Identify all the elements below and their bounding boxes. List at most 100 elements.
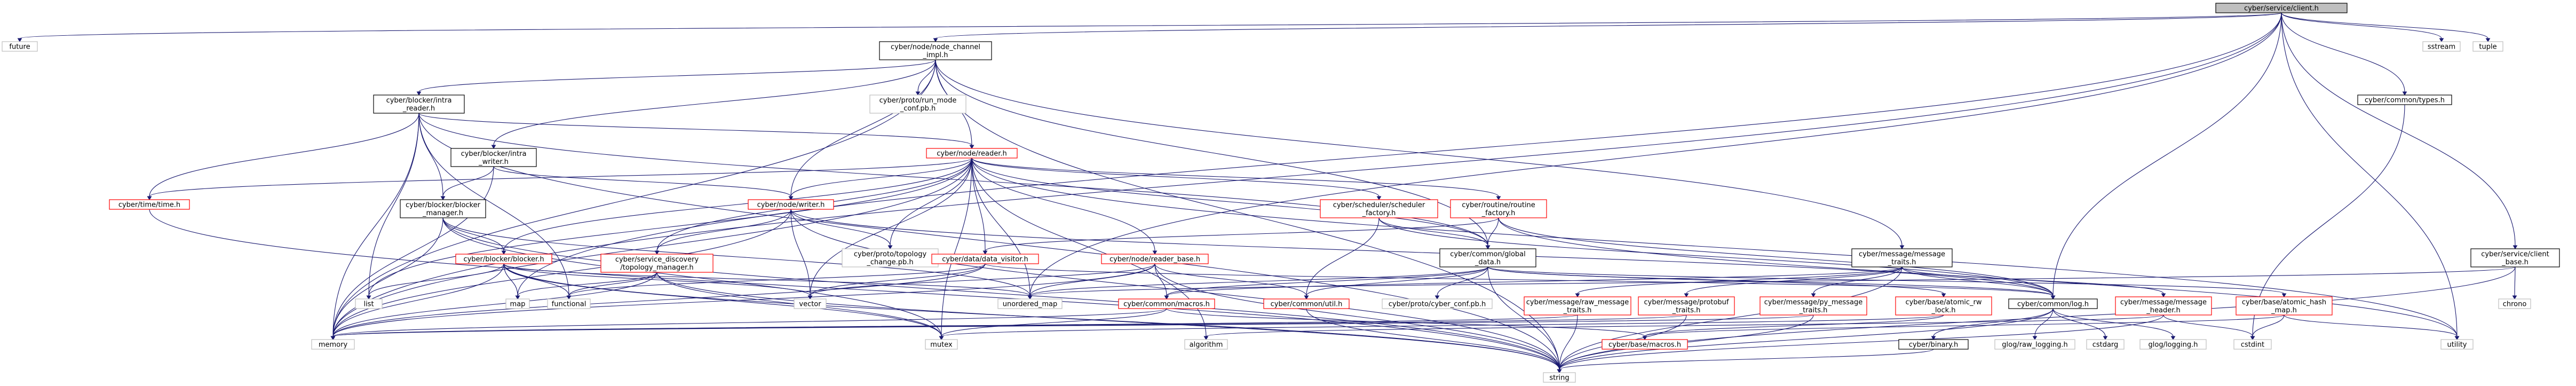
node-label: _reader.h [402,105,435,113]
node-service_discovery[interactable]: cyber/service_discovery/topology_manager… [600,254,714,273]
edge-message_traits-to-macros [1164,266,1903,300]
node-atomic_rw_lock[interactable]: cyber/base/atomic_rw_lock.h [1895,296,1992,316]
edge-time-to-string [149,209,1562,373]
node-binary[interactable]: cyber/binary.h [1898,339,1969,350]
node-label: cyber/base/atomic_rw [1905,298,1981,306]
node-intra_writer[interactable]: cyber/blocker/intra_writer.h [450,148,537,167]
node-label: cyber/common/types.h [2365,97,2445,105]
node-label: cyber/blocker/blocker.h [463,256,544,264]
node-label: _traits.h [1672,306,1701,314]
edge-node_channel_impl-to-message_traits [935,59,1905,249]
node-label: cyber/service/client [2481,250,2549,258]
edge-protobuf_traits-to-memory [330,314,1687,340]
node-box [2498,298,2531,309]
node-label: string [1549,374,1569,382]
node-raw_message_traits[interactable]: cyber/message/raw_message_traits.h [1524,296,1631,316]
node-topology_change: cyber/proto/topology_change.pb.h [842,248,939,267]
node-label: _factory.h [1362,209,1396,217]
edge-log-to-binary [1931,308,2054,340]
edge-root-to-future [17,12,2282,42]
node-types[interactable]: cyber/common/types.h [2357,94,2452,105]
node-protobuf_traits[interactable]: cyber/message/protobuf_traits.h [1638,296,1735,316]
node-scheduler_factory[interactable]: cyber/scheduler/scheduler_factory.h [1320,199,1438,218]
node-label: _writer.h [478,158,509,166]
node-label: cyber/blocker/intra [386,97,452,105]
node-message_header[interactable]: cyber/message/message_header.h [2115,296,2212,316]
node-label: _lock.h [1931,306,1955,314]
edge-blocker-to-list [366,263,504,300]
edge-reader-to-algorithm [971,157,1209,340]
node-time[interactable]: cyber/time/time.h [109,199,190,210]
node-message_traits[interactable]: cyber/message/message_traits.h [1851,248,1953,267]
edge-log-to-glog_raw_logging [2032,308,2054,340]
edge-util-to-string [1306,308,1562,373]
node-box [2236,296,2333,316]
edge-root-to-node_channel_impl [933,12,2282,42]
node-label: cyber/common/global [1450,250,1525,258]
node-box [1895,296,1992,316]
node-label: cyber/service_discovery [615,256,699,264]
node-label: glog/raw_logging.h [2002,341,2067,349]
node-label: memory [319,341,348,349]
node-label: map [510,301,526,309]
node-label: cyber/routine/routine [1462,201,1535,209]
node-node_channel_impl[interactable]: cyber/node/node_channel_impl.h [879,41,992,60]
node-box [925,339,958,350]
node-util[interactable]: cyber/common/util.h [1263,298,1350,309]
node-box [2,41,38,52]
node-box [1320,199,1438,218]
node-box [2422,41,2461,52]
node-root[interactable]: cyber/service/client.h [2215,3,2348,13]
node-label: _change.pb.h [866,258,913,266]
node-box [1543,372,1576,383]
node-label: _traits.h [1563,306,1592,314]
edge-reader_base-to-vector [807,263,1155,300]
node-global_data[interactable]: cyber/common/global_data.h [1439,248,1536,267]
node-base_macros[interactable]: cyber/base/macros.h [1602,339,1688,350]
node-label: list [363,301,374,309]
edge-global_data-to-atomic_rw_lock [1487,266,1946,297]
edge-macros-to-memory [330,308,1167,340]
node-label: algorithm [1190,341,1223,349]
node-label: cyber/blocker/blocker [406,201,481,209]
node-reader_base[interactable]: cyber/node/reader_base.h [1101,254,1209,264]
node-box [1184,339,1228,350]
edge-intra_writer-to-blocker_manager [440,166,494,200]
node-log[interactable]: cyber/common/log.h [2008,298,2098,309]
node-blocker[interactable]: cyber/blocker/blocker.h [455,254,552,264]
node-intra_reader[interactable]: cyber/blocker/intra_reader.h [373,94,465,114]
node-label: glog/logging.h [2149,341,2198,349]
node-box [2215,3,2348,13]
edge-intra_writer-to-writer [493,166,794,200]
node-atomic_hash_map[interactable]: cyber/base/atomic_hash_map.h [2236,296,2333,316]
edge-reader-to-time [147,157,972,200]
node-tuple: tuple [2472,41,2503,52]
edge-intra_reader-to-time [147,113,419,200]
node-box [1759,296,1867,316]
node-reader[interactable]: cyber/node/reader.h [926,148,1018,159]
node-label: _traits.h [1799,306,1828,314]
node-label: cyber/common/util.h [1271,301,1343,309]
node-box [997,298,1063,309]
edge-reader_base-to-unordered_map [1027,263,1155,300]
node-blocker_manager[interactable]: cyber/blocker/blocker_manager.h [400,199,486,218]
node-label: cyber/proto/cyber_conf.pb.h [1389,301,1486,309]
node-routine_factory[interactable]: cyber/routine/routine_factory.h [1450,199,1547,218]
edge-global_data-to-cyber_conf [1434,266,1488,300]
node-cstdint: cstdint [2233,339,2272,350]
node-client_base[interactable]: cyber/service/client_base.h [2470,248,2560,267]
node-macros[interactable]: cyber/common/macros.h [1118,298,1215,309]
node-label: cyber/base/macros.h [1608,341,1681,349]
node-writer[interactable]: cyber/node/writer.h [748,199,834,210]
edge-reader-to-blocker [501,157,972,255]
edge-service_discovery-to-map [515,272,657,300]
edge-node_channel_impl-to-intra_writer [491,59,936,149]
node-box [931,254,1039,264]
node-glog_logging: glog/logging.h [2139,339,2207,350]
node-py_message_traits[interactable]: cyber/message/py_message_traits.h [1759,296,1867,316]
edge-macros-to-base_macros [1166,308,1647,340]
node-data_visitor[interactable]: cyber/data/data_visitor.h [931,254,1039,264]
node-label: _factory.h [1481,209,1516,217]
node-box [879,41,992,60]
